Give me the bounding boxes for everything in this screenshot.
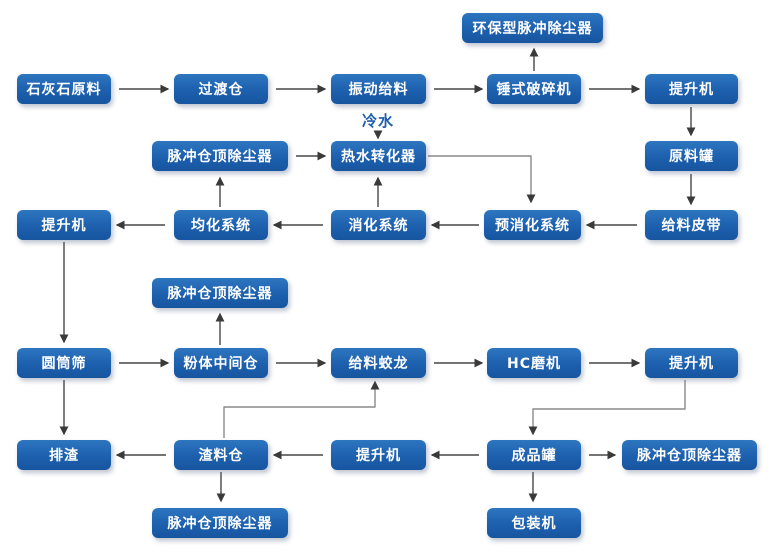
node-packing-machine: 包装机: [487, 508, 581, 538]
node-hot-water-converter: 热水转化器: [331, 141, 426, 171]
node-elevator-4: 提升机: [331, 440, 426, 470]
node-hc-mill: HC磨机: [487, 348, 581, 378]
node-elevator-3: 提升机: [645, 348, 738, 378]
edge-elevator-3-to-finished-product-tank: [528, 380, 686, 436]
node-transition-bin: 过渡仓: [174, 74, 268, 104]
node-finished-product-tank: 成品罐: [487, 440, 581, 470]
node-raw-material-tank: 原料罐: [645, 141, 738, 171]
node-elevator-2: 提升机: [17, 210, 111, 240]
node-slag-bin: 渣料仓: [174, 440, 268, 470]
node-limestone-raw: 石灰石原料: [17, 74, 111, 104]
edge-hot-water-converter-to-pre-digestion-system: [428, 155, 536, 204]
node-feeding-screw: 给料蛟龙: [331, 348, 426, 378]
edge-slag-bin-to-feeding-screw: [223, 380, 380, 438]
node-slag-discharge: 排渣: [17, 440, 111, 470]
node-digestion-system: 消化系统: [331, 210, 426, 240]
node-eco-pulse-collector: 环保型脉冲除尘器: [462, 13, 603, 43]
node-powder-intermediate-bin: 粉体中间仓: [174, 348, 268, 378]
node-drum-screen: 圆筒筛: [17, 348, 111, 378]
node-vibrating-feeder: 振动给料: [331, 74, 426, 104]
cold-water-label: 冷水: [361, 111, 394, 130]
node-pulse-top-collector-4: 脉冲仓顶除尘器: [152, 508, 288, 538]
node-pulse-top-collector-2: 脉冲仓顶除尘器: [152, 278, 288, 308]
node-elevator-1: 提升机: [645, 74, 738, 104]
node-feeding-belt: 给料皮带: [645, 210, 738, 240]
node-pre-digestion-system: 预消化系统: [484, 210, 581, 240]
node-pulse-top-collector-3: 脉冲仓顶除尘器: [622, 440, 757, 470]
node-pulse-top-collector-1: 脉冲仓顶除尘器: [152, 141, 288, 171]
node-hammer-crusher: 锤式破碎机: [487, 74, 581, 104]
node-homogenization-system: 均化系统: [174, 210, 268, 240]
